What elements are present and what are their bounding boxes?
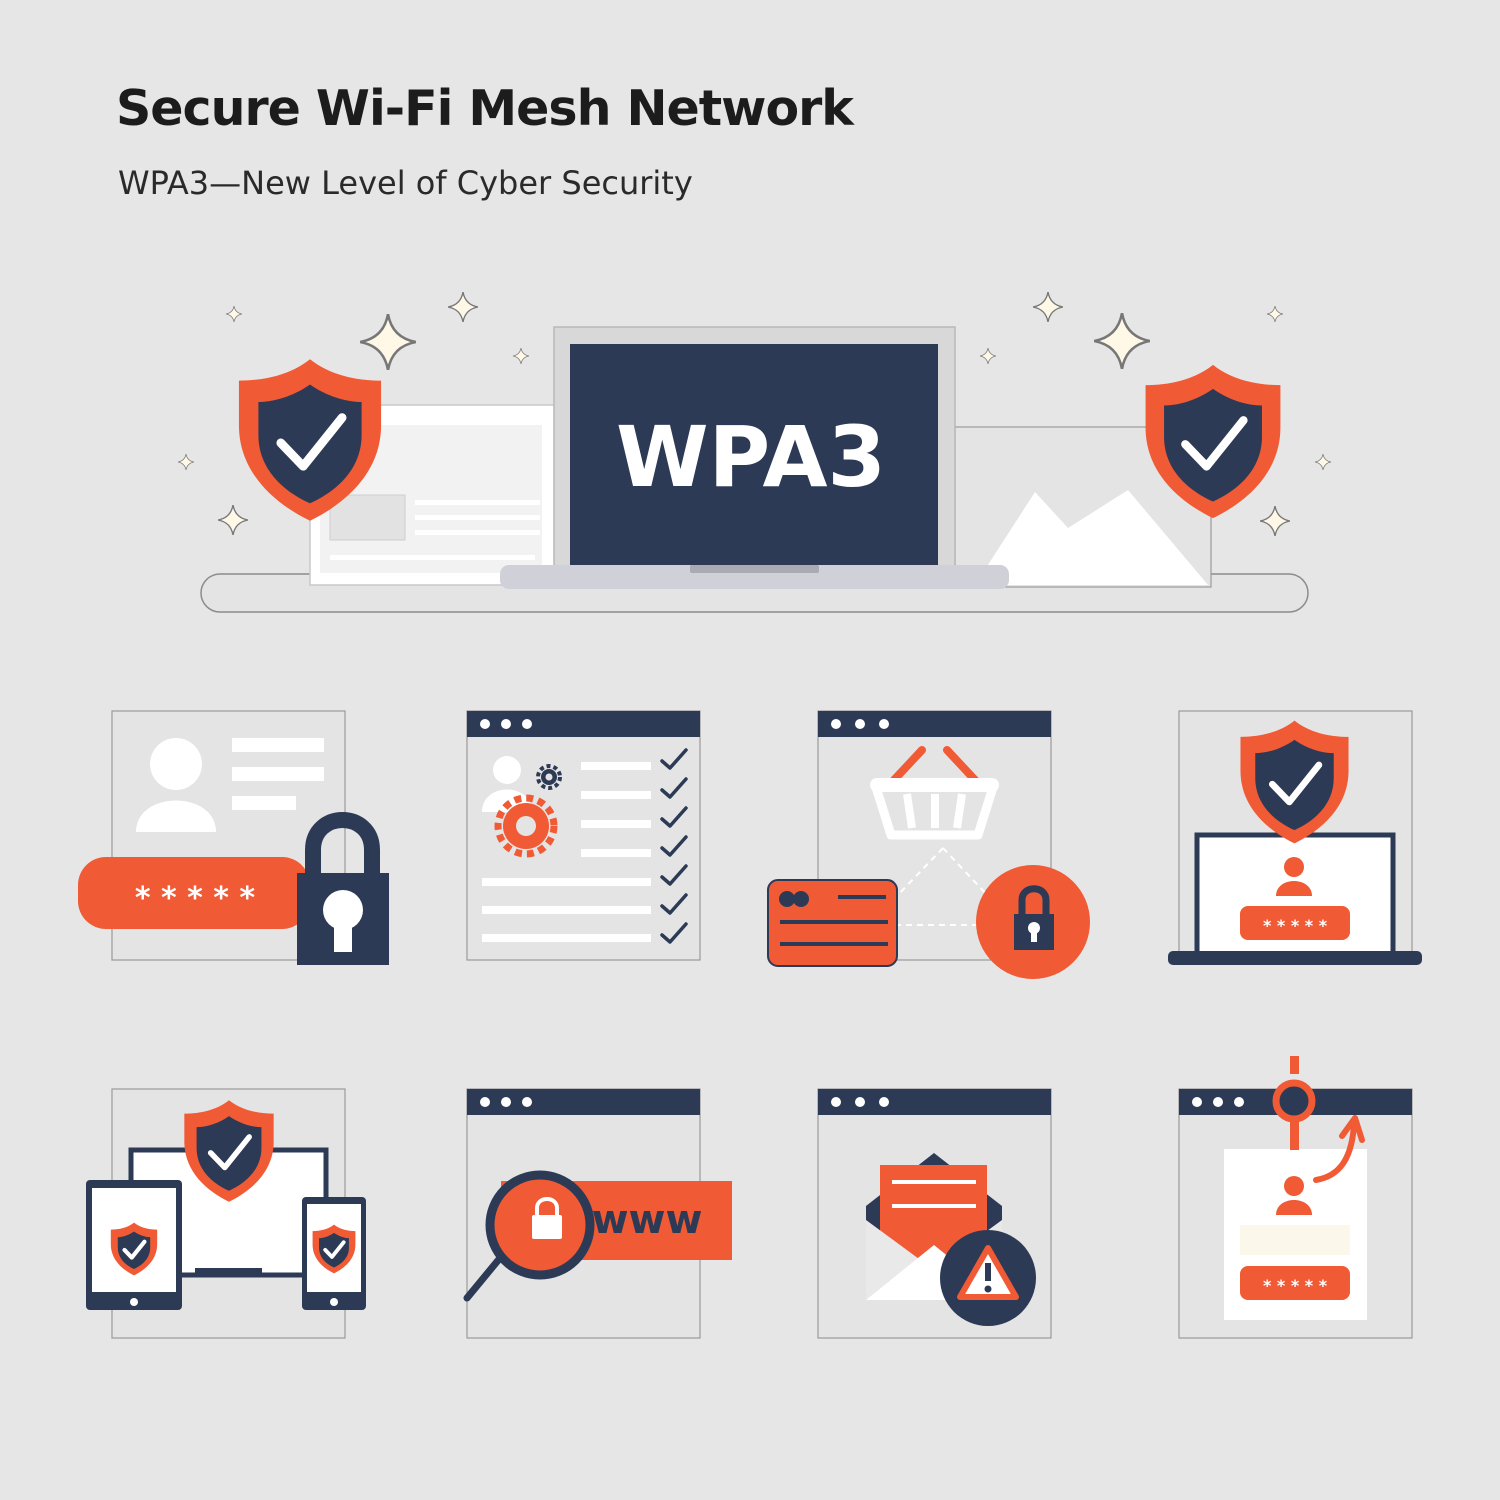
lock-badge-icon	[976, 865, 1090, 979]
wpa3-screen-label: WPA3	[616, 408, 886, 506]
phone-icon	[302, 1197, 366, 1310]
tablet-icon	[86, 1180, 182, 1310]
password-mask: * * * * *	[1263, 916, 1328, 935]
gear-icon	[494, 794, 558, 858]
password-mask: * * * * *	[1263, 1276, 1328, 1295]
browser-search-secure-www-icon: www	[463, 1088, 732, 1339]
phishing-hook-icon	[1272, 1056, 1365, 1183]
browser-settings-checklist-icon	[466, 710, 701, 961]
gear-icon	[536, 764, 562, 790]
password-mask: * * * * *	[135, 881, 256, 916]
user-profile-password-lock-icon: * * * * *	[78, 710, 389, 965]
www-label: www	[592, 1197, 703, 1243]
hero-illustration: WPA3	[178, 292, 1331, 613]
warning-icon	[940, 1230, 1036, 1326]
shopping-basket-icon	[870, 778, 999, 840]
credit-card-icon	[767, 879, 898, 967]
page-subtitle: WPA3—New Level of Cyber Security	[118, 164, 693, 202]
browser-email-warning-icon	[817, 1088, 1052, 1339]
password-field	[78, 857, 310, 929]
page-title: Secure Wi-Fi Mesh Network	[116, 80, 854, 137]
laptop-icon: WPA3	[500, 326, 1009, 589]
browser-shopping-basket-card-lock-icon	[767, 710, 1090, 979]
devices-shield-icon	[86, 1088, 366, 1339]
browser-phishing-hook-user-icon: * * * * *	[1178, 1056, 1413, 1339]
padlock-icon	[297, 812, 389, 965]
magnifier-icon	[463, 1170, 595, 1302]
laptop-shield-user-login-icon: * * * * *	[1168, 710, 1422, 965]
